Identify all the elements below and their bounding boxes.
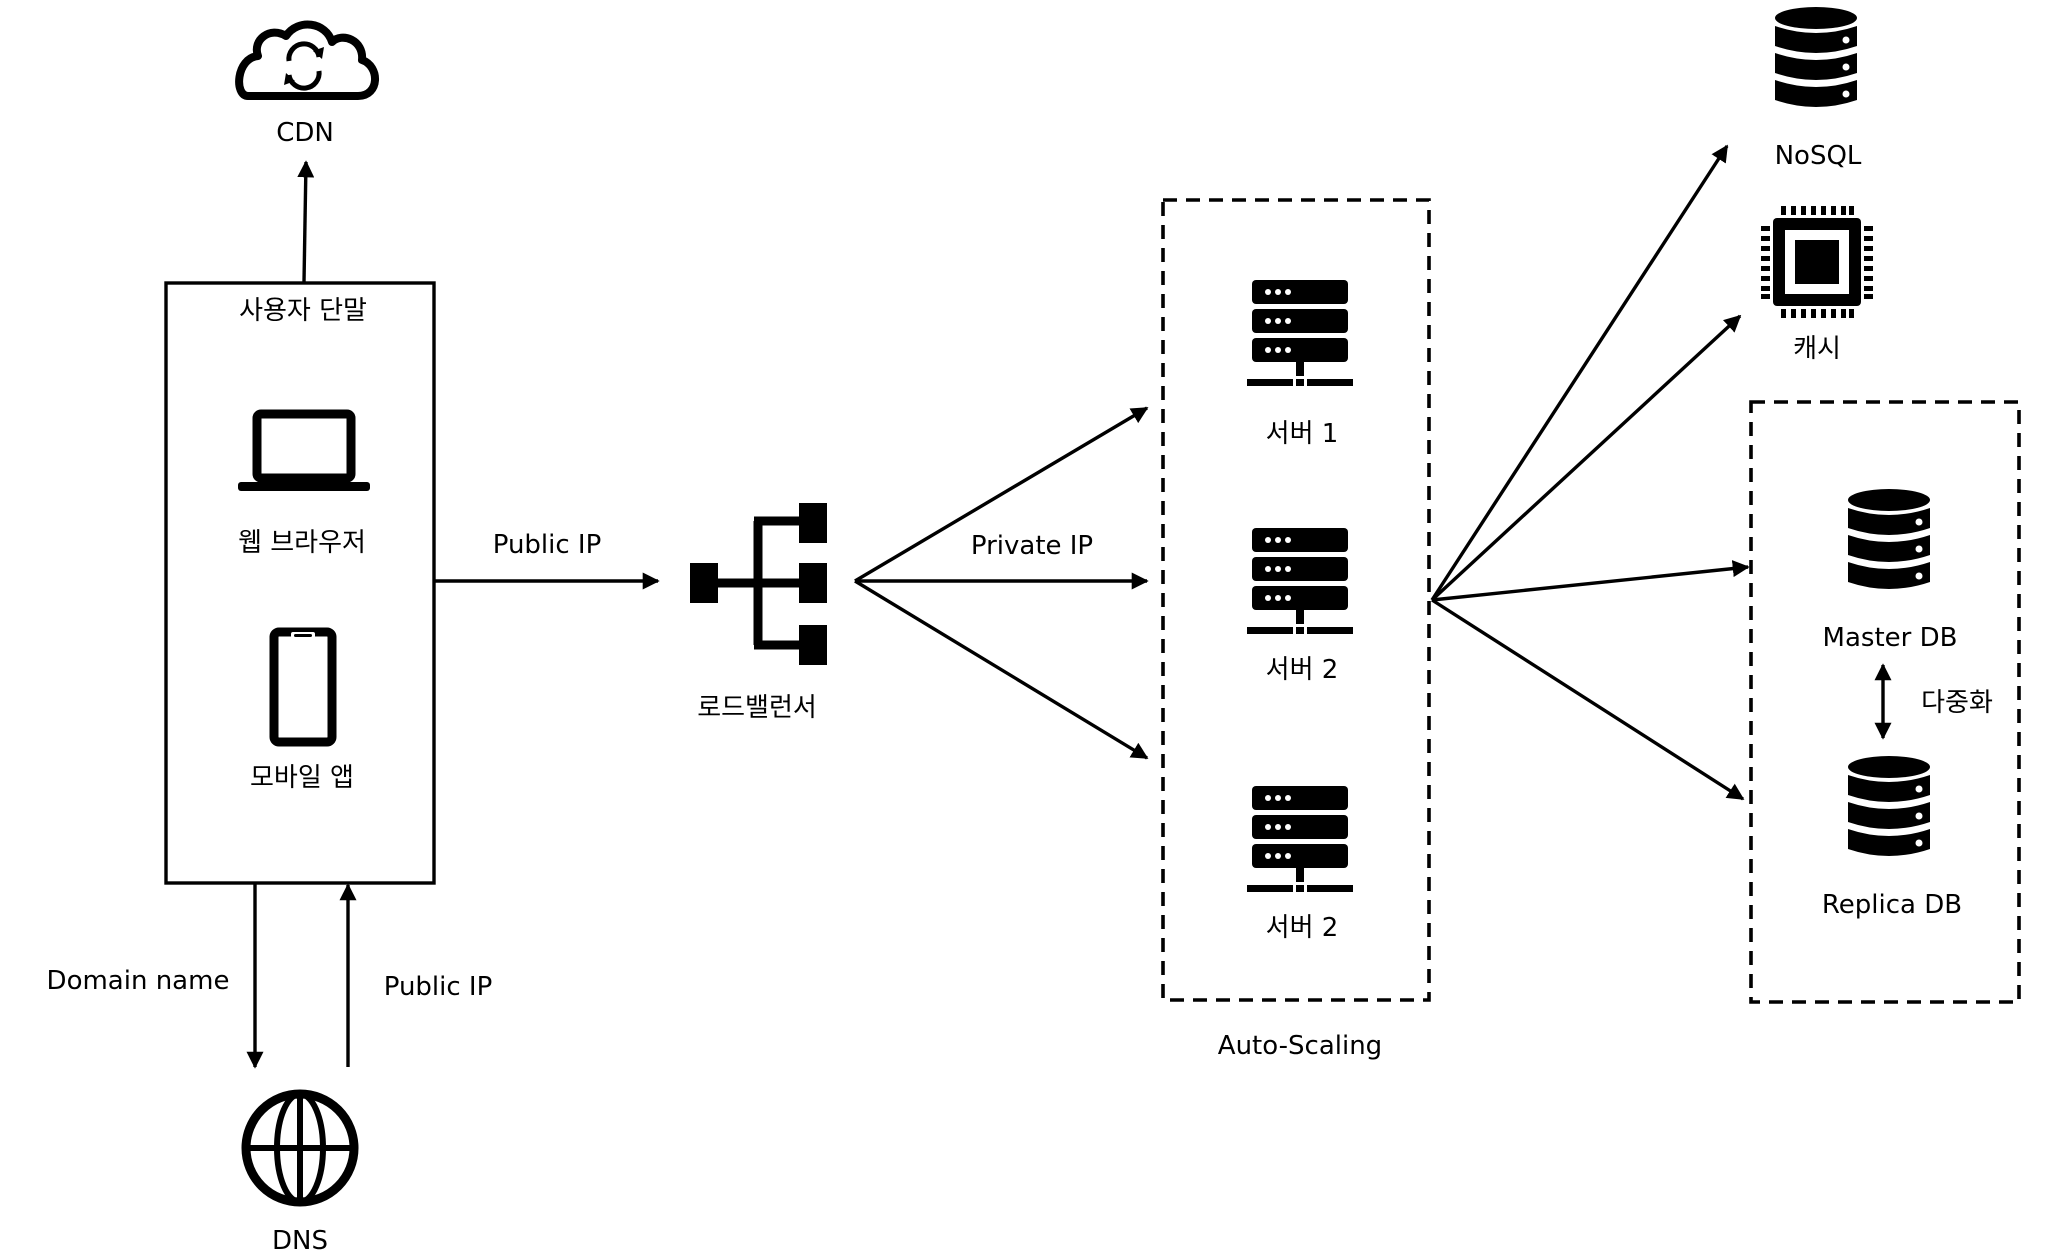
cdn-label: CDN bbox=[276, 118, 334, 148]
edge-servers-to-cache bbox=[1430, 314, 1742, 602]
server-rack-icon-1 bbox=[1247, 280, 1353, 386]
auto-scaling-label: Auto-Scaling bbox=[1218, 1031, 1382, 1061]
public-ip-lb-edge-label: Public IP bbox=[493, 530, 602, 560]
server-1-label: 서버 1 bbox=[1266, 419, 1339, 449]
public-ip-dns-edge-label: Public IP bbox=[384, 972, 493, 1002]
private-ip-edge-label: Private IP bbox=[971, 531, 1093, 561]
user-device-title: 사용자 단말 bbox=[239, 296, 367, 326]
user-device-box bbox=[164, 281, 436, 885]
server-3-label: 서버 2 bbox=[1266, 913, 1339, 943]
nosql-database-icon bbox=[1775, 7, 1857, 107]
edge-servers-to-replica-db bbox=[1431, 598, 1745, 801]
replica-database-icon bbox=[1848, 756, 1930, 856]
database-group bbox=[1749, 400, 2021, 1004]
laptop-icon bbox=[238, 409, 370, 491]
master-db-label: Master DB bbox=[1823, 623, 1958, 653]
edge-lb-to-server-3 bbox=[854, 579, 1149, 760]
dns-label: DNS bbox=[272, 1226, 328, 1256]
edge-servers-to-master-db bbox=[1431, 560, 1750, 602]
replication-edge-label: 다중화 bbox=[1921, 688, 1993, 718]
cpu-chip-icon bbox=[1761, 206, 1873, 318]
edge-device-to-cdn bbox=[297, 160, 315, 283]
server-rack-icon-3 bbox=[1247, 786, 1353, 892]
auto-scaling-group bbox=[1161, 198, 1431, 1002]
cache-label: 캐시 bbox=[1793, 334, 1841, 364]
domain-name-edge-label: Domain name bbox=[47, 966, 230, 996]
web-browser-label: 웹 브라우저 bbox=[238, 528, 366, 558]
load-balancer-icon bbox=[690, 503, 827, 665]
edge-servers-to-nosql bbox=[1430, 144, 1729, 601]
edge-lb-to-server-1 bbox=[854, 406, 1149, 583]
server-rack-icon-2 bbox=[1247, 528, 1353, 634]
cloud-sync-icon bbox=[235, 20, 379, 100]
server-2-label: 서버 2 bbox=[1266, 655, 1339, 685]
mobile-app-label: 모바일 앱 bbox=[250, 763, 354, 793]
globe-icon bbox=[241, 1089, 359, 1207]
master-database-icon bbox=[1848, 489, 1930, 589]
nosql-label: NoSQL bbox=[1775, 141, 1862, 171]
replica-db-label: Replica DB bbox=[1822, 890, 1962, 920]
load-balancer-label: 로드밸런서 bbox=[697, 693, 817, 723]
smartphone-icon bbox=[269, 627, 337, 747]
